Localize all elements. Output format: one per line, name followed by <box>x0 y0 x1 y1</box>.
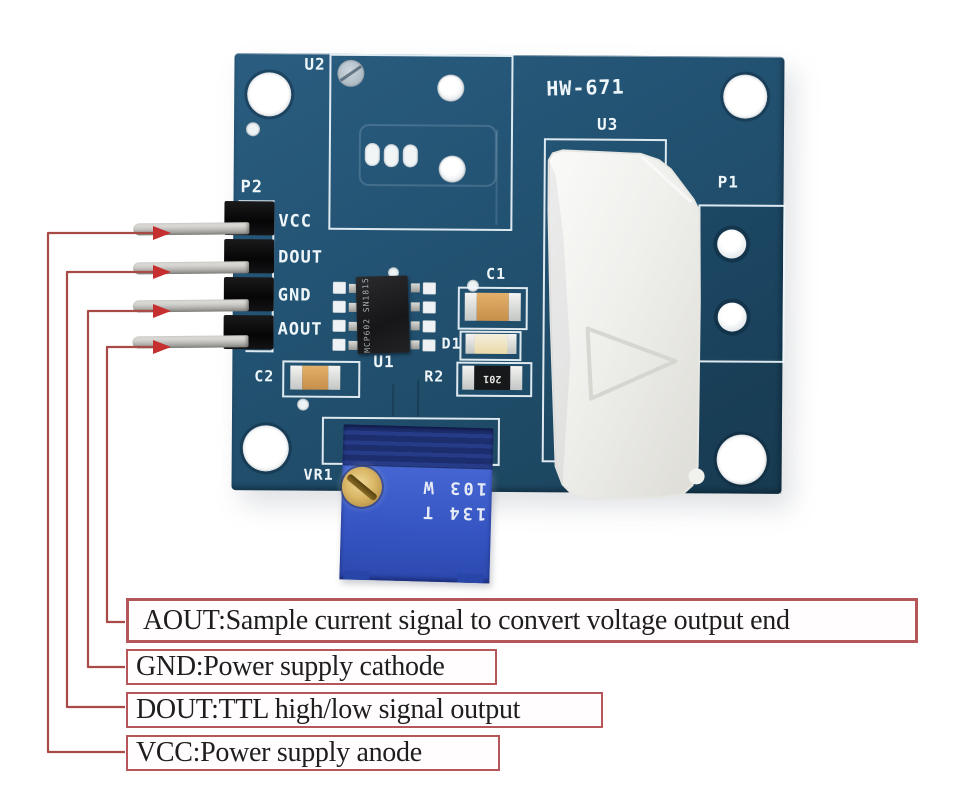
label-model: HW-671 <box>545 74 625 101</box>
u1-pin <box>348 340 358 350</box>
silkscreen-box-u3 <box>541 138 667 464</box>
callout-box-vcc: VCC:Power supply anode <box>126 735 500 771</box>
u1-pin <box>410 283 420 293</box>
callout-box-dout: DOUT:TTL high/low signal output <box>126 692 603 728</box>
label-u3: U3 <box>596 114 619 134</box>
pad-oval-3 <box>402 144 418 168</box>
label-pin-vcc: VCC <box>278 211 313 232</box>
u1-pad <box>332 319 346 332</box>
vr1-trimmer-potentiometer: 134 T 103 W <box>334 424 494 591</box>
r2-terminal <box>510 366 523 391</box>
trimmer-foot-right <box>457 573 484 584</box>
callout-box-gnd: GND:Power supply cathode <box>126 649 497 685</box>
label-u2: U2 <box>304 54 326 74</box>
u1-pad <box>422 320 436 333</box>
u1-pin <box>410 321 420 331</box>
callout-text-gnd: GND:Power supply cathode <box>136 651 445 682</box>
label-pin-gnd: GND <box>277 285 312 306</box>
callout-text-vcc: VCC:Power supply anode <box>136 737 422 768</box>
r2-marking: 201 <box>483 372 502 384</box>
p1-pad-2 <box>717 302 747 332</box>
label-vr1: VR1 <box>303 465 334 484</box>
board-shade-bottom-right <box>650 359 783 494</box>
label-p1: P1 <box>717 172 739 192</box>
c2-terminal <box>290 365 303 390</box>
label-r2: R2 <box>424 367 445 386</box>
trimmer-marking-line-2: 103 W <box>420 476 488 499</box>
mounting-hole-bottom-right <box>716 434 767 485</box>
pin-gnd <box>132 299 249 313</box>
u1-pin <box>410 340 420 350</box>
callout-text-dout: DOUT:TTL high/low signal output <box>136 694 521 725</box>
trace-line-3 <box>417 379 420 417</box>
mounting-hole-top-right <box>723 74 768 119</box>
u1-pad <box>422 282 436 295</box>
pad-oval-2 <box>383 144 399 168</box>
mounting-hole-top-left <box>247 72 292 117</box>
d1-led <box>465 333 517 355</box>
callout-line-aout <box>105 345 165 624</box>
label-p2: P2 <box>240 177 264 198</box>
trace-line-2 <box>392 384 395 417</box>
u1-opamp-chip: MCP602 SN1815 <box>355 275 410 354</box>
via-below-c2 <box>297 398 310 411</box>
c2-body <box>302 365 329 390</box>
d1-body <box>474 333 508 354</box>
c2-capacitor <box>290 365 341 390</box>
callout-text-aout: AOUT:Sample current signal to convert vo… <box>143 604 790 636</box>
label-pin-aout: AOUT <box>277 319 323 340</box>
pcb-board: U2 HW-671 U3 P1 P2 VCC DOUT GND AOUT C2 … <box>132 53 786 584</box>
u1-pad <box>332 281 346 294</box>
c1-terminal <box>464 292 477 321</box>
u1-pad <box>422 301 436 314</box>
trimmer-marking-line-1: 134 T <box>419 501 487 524</box>
pin-dout <box>132 261 250 275</box>
callout-box-aout: AOUT:Sample current signal to convert vo… <box>126 598 918 643</box>
silkscreen-p2-bracket-bottom <box>245 350 274 353</box>
u1-pad <box>332 338 346 351</box>
u1-pin <box>410 302 420 312</box>
silkscreen-box-u2-area <box>328 53 514 232</box>
r2-body: 201 <box>474 365 511 391</box>
u1-pad <box>422 339 436 352</box>
pad-oval-1 <box>364 142 380 167</box>
mounting-hole-bottom-left <box>242 425 289 472</box>
d1-terminal <box>465 333 475 354</box>
pin-vcc <box>133 222 250 236</box>
trimmer-screw-slot <box>345 473 379 502</box>
label-c1: C1 <box>485 264 507 283</box>
u1-chip-marking: MCP602 SN1815 <box>360 277 373 354</box>
r2-resistor: 201 <box>462 365 523 391</box>
p1-pad-1 <box>717 229 747 259</box>
via-top-left <box>245 122 261 137</box>
c2-terminal <box>328 365 341 390</box>
trimmer-marking: 134 T 103 W <box>391 468 487 526</box>
r2-terminal <box>462 365 475 390</box>
trimmer-foot-left <box>343 570 370 581</box>
label-u1: U1 <box>373 352 395 372</box>
pad-round-2 <box>438 155 466 183</box>
u1-pad <box>332 300 346 313</box>
pad-round-1 <box>437 74 465 102</box>
label-c2: C2 <box>254 367 275 386</box>
d1-terminal <box>507 333 517 355</box>
c1-capacitor <box>464 292 521 322</box>
c1-terminal <box>508 293 521 322</box>
silkscreen-box-p1 <box>697 204 786 363</box>
label-d1: D1 <box>441 334 462 353</box>
pin-aout <box>132 335 249 349</box>
label-pin-dout: DOUT <box>278 247 324 268</box>
c1-body <box>476 292 509 322</box>
